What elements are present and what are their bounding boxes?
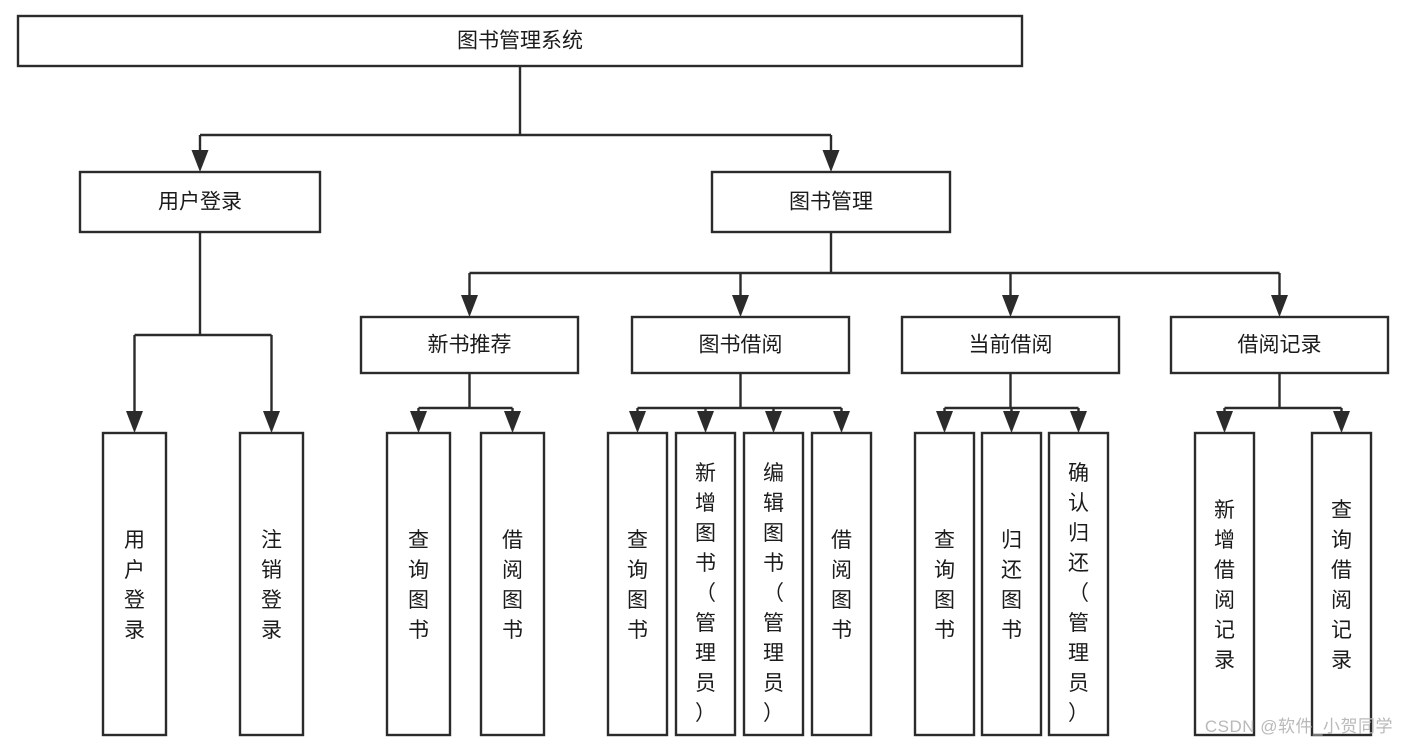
edge-group-new-book-recommend: [410, 373, 521, 433]
node-leaf-add-book-box[interactable]: [674, 431, 737, 737]
node-borrow-record[interactable]: 借阅记录: [1169, 315, 1390, 375]
node-leaf-add-book-label: 新增图书（管理员）: [695, 462, 716, 725]
node-book-borrow-label: 图书借阅: [699, 334, 783, 357]
node-leaf-query-record-label: 查询借阅记录: [1331, 499, 1352, 672]
node-leaf-query-book-1-box[interactable]: [385, 431, 452, 737]
node-leaf-query-book-2-label: 查询图书: [627, 529, 648, 642]
node-leaf-confirm-return-box[interactable]: [1047, 431, 1110, 737]
arrow-head-icon: [126, 411, 143, 433]
arrow-head-icon: [410, 411, 427, 433]
node-leaf-borrow-book-1-label: 借阅图书: [502, 529, 523, 642]
arrow-head-icon: [1271, 295, 1288, 317]
node-leaf-user-logout[interactable]: 注销登录: [238, 431, 305, 737]
arrow-head-icon: [833, 411, 850, 433]
node-leaf-query-book-1[interactable]: 查询图书: [385, 431, 452, 737]
node-book-manage-box[interactable]: [710, 170, 952, 234]
node-leaf-query-book-3-box[interactable]: [913, 431, 976, 737]
node-leaf-query-book-2-box[interactable]: [606, 431, 669, 737]
node-leaf-query-book-2[interactable]: 查询图书: [606, 431, 669, 737]
node-book-manage[interactable]: 图书管理: [710, 170, 952, 234]
edge-group-book-borrow: [629, 373, 850, 433]
node-borrow-record-box[interactable]: [1169, 315, 1390, 375]
node-leaf-query-book-1-label: 查询图书: [408, 529, 429, 642]
arrow-head-icon: [1333, 411, 1350, 433]
arrow-head-icon: [1002, 295, 1019, 317]
node-new-book-recommend[interactable]: 新书推荐: [359, 315, 580, 375]
node-root-box[interactable]: [16, 14, 1024, 68]
node-leaf-return-book-label: 归还图书: [1001, 529, 1022, 642]
node-leaf-confirm-return[interactable]: 确认归还（管理员）: [1047, 431, 1110, 737]
node-leaf-add-record-box[interactable]: [1193, 431, 1256, 737]
node-leaf-add-book[interactable]: 新增图书（管理员）: [674, 431, 737, 737]
node-leaf-borrow-book-2-label: 借阅图书: [831, 529, 852, 642]
arrow-head-icon: [191, 150, 209, 172]
arrow-head-icon: [1216, 411, 1233, 433]
arrow-head-icon: [822, 150, 840, 172]
arrow-head-icon: [936, 411, 953, 433]
node-leaf-user-login[interactable]: 用户登录: [101, 431, 168, 737]
node-leaf-borrow-book-2-box[interactable]: [810, 431, 873, 737]
node-leaf-query-record-box[interactable]: [1310, 431, 1373, 737]
node-leaf-add-record-label: 新增借阅记录: [1214, 499, 1235, 672]
node-new-book-recommend-box[interactable]: [359, 315, 580, 375]
node-book-manage-label: 图书管理: [789, 191, 873, 214]
node-leaf-user-logout-box[interactable]: [238, 431, 305, 737]
node-book-borrow-box[interactable]: [630, 315, 851, 375]
node-user-login-label: 用户登录: [158, 191, 242, 214]
arrow-head-icon: [263, 411, 280, 433]
arrow-head-icon: [697, 411, 714, 433]
arrow-head-icon: [1003, 411, 1020, 433]
nodes-layer: 图书管理系统用户登录图书管理新书推荐图书借阅当前借阅借阅记录用户登录注销登录查询…: [16, 14, 1390, 737]
node-leaf-user-logout-label: 注销登录: [261, 529, 282, 642]
node-leaf-query-book-3[interactable]: 查询图书: [913, 431, 976, 737]
arrow-head-icon: [732, 295, 749, 317]
node-leaf-borrow-book-1[interactable]: 借阅图书: [479, 431, 546, 737]
arrow-head-icon: [461, 295, 478, 317]
node-leaf-user-login-box[interactable]: [101, 431, 168, 737]
node-leaf-return-book-box[interactable]: [980, 431, 1043, 737]
node-current-borrow-label: 当前借阅: [969, 334, 1053, 357]
node-leaf-confirm-return-label: 确认归还（管理员）: [1068, 462, 1089, 725]
node-leaf-edit-book[interactable]: 编辑图书（管理员）: [742, 431, 805, 737]
node-leaf-borrow-book-2[interactable]: 借阅图书: [810, 431, 873, 737]
edge-group-book-manage: [461, 232, 1288, 317]
node-leaf-add-record[interactable]: 新增借阅记录: [1193, 431, 1256, 737]
node-leaf-borrow-book-1-box[interactable]: [479, 431, 546, 737]
node-root-label: 图书管理系统: [457, 30, 583, 53]
node-borrow-record-label: 借阅记录: [1238, 334, 1322, 357]
node-book-borrow[interactable]: 图书借阅: [630, 315, 851, 375]
arrow-head-icon: [1070, 411, 1087, 433]
arrow-head-icon: [629, 411, 646, 433]
node-current-borrow-box[interactable]: [900, 315, 1121, 375]
node-user-login-box[interactable]: [78, 170, 322, 234]
node-current-borrow[interactable]: 当前借阅: [900, 315, 1121, 375]
edge-group-borrow-record: [1216, 373, 1350, 433]
edges-layer: [126, 66, 1350, 433]
arrow-head-icon: [765, 411, 782, 433]
node-leaf-edit-book-label: 编辑图书（管理员）: [763, 462, 784, 725]
edge-group-current-borrow: [936, 373, 1087, 433]
node-user-login[interactable]: 用户登录: [78, 170, 322, 234]
node-leaf-user-login-label: 用户登录: [124, 529, 145, 642]
arrow-head-icon: [504, 411, 521, 433]
node-leaf-query-book-3-label: 查询图书: [934, 529, 955, 642]
node-leaf-query-record[interactable]: 查询借阅记录: [1310, 431, 1373, 737]
node-leaf-edit-book-box[interactable]: [742, 431, 805, 737]
edge-group-root: [191, 66, 840, 172]
node-root[interactable]: 图书管理系统: [16, 14, 1024, 68]
node-new-book-recommend-label: 新书推荐: [428, 334, 512, 357]
edge-group-user-login: [126, 232, 280, 433]
node-leaf-return-book[interactable]: 归还图书: [980, 431, 1043, 737]
